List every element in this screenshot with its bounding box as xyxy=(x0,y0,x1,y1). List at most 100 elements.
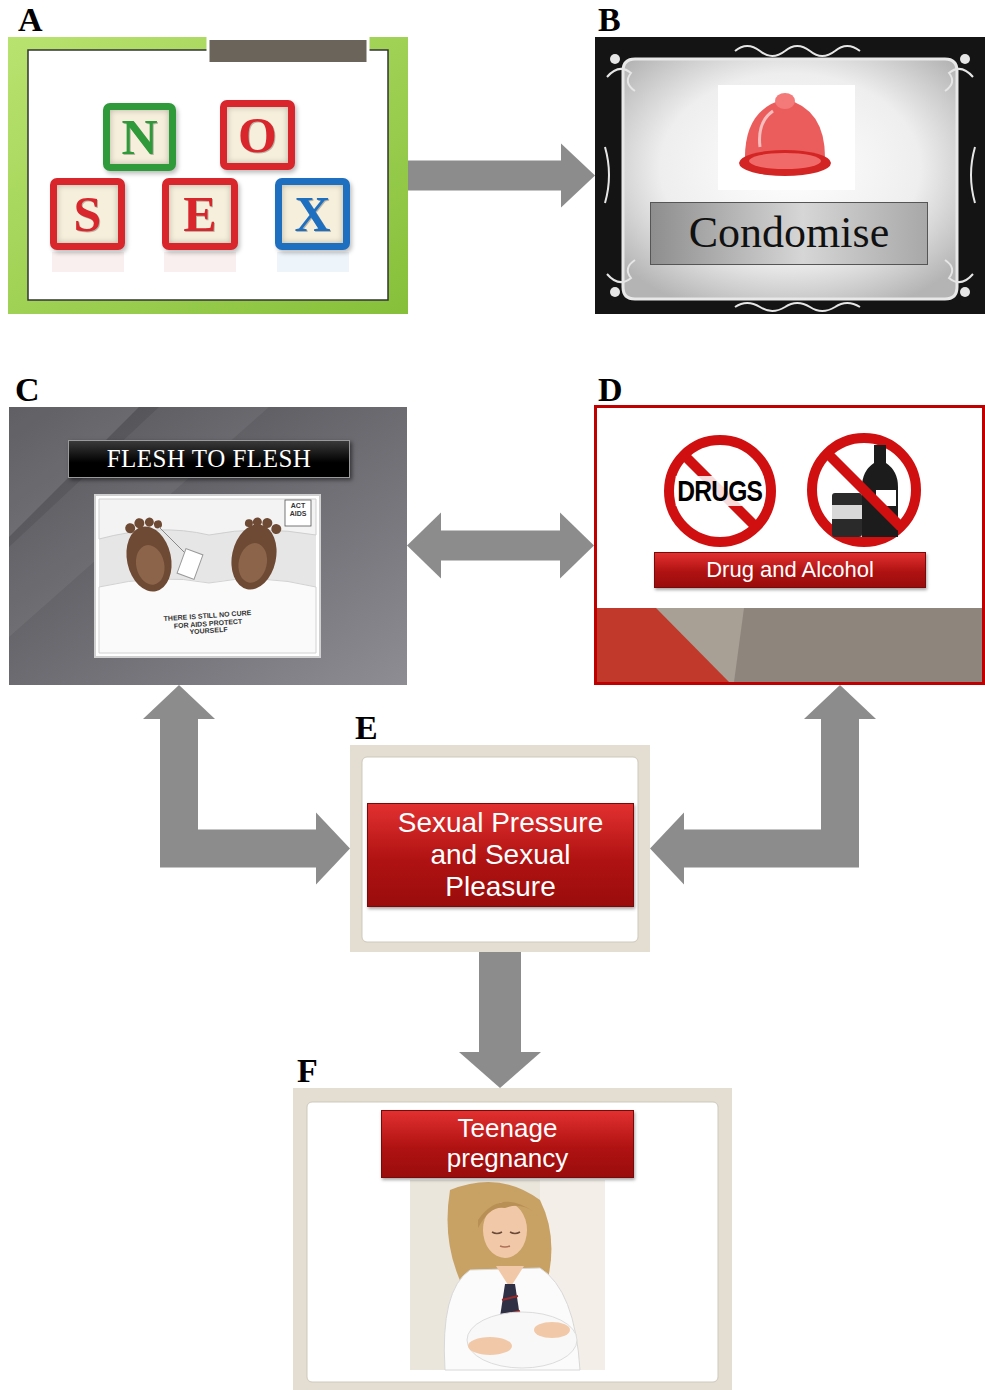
illustration-shape xyxy=(607,69,635,91)
poster-text: ACT AIDS xyxy=(286,502,310,517)
illustration-shape xyxy=(410,1180,605,1370)
illustration-shape xyxy=(735,46,860,56)
block-arrow xyxy=(459,952,541,1088)
panel-letter: D xyxy=(598,373,623,407)
node-text: X xyxy=(294,189,330,239)
illustration-shape xyxy=(362,757,638,942)
illustration-shape xyxy=(208,39,368,64)
panel-art xyxy=(594,405,985,685)
panel: D DRUGSDrug and Alcohol xyxy=(594,405,985,685)
illustration-shape xyxy=(945,260,973,282)
illustration-shape xyxy=(605,46,975,311)
block-arrow xyxy=(407,513,594,579)
illustration-shape xyxy=(597,608,729,682)
illustration-shape xyxy=(607,260,635,282)
panel-art xyxy=(595,37,985,314)
illustration-shape xyxy=(669,440,771,542)
panel-art xyxy=(8,37,408,314)
node-text: S xyxy=(74,189,102,239)
illustration-shape xyxy=(410,1180,605,1370)
title-bar: Teenage pregnancy xyxy=(381,1110,634,1178)
illustration-shape xyxy=(226,512,284,594)
illustration-shape xyxy=(605,147,609,203)
illustration-shape xyxy=(595,37,985,314)
illustration-shape xyxy=(252,517,263,528)
illustration-shape xyxy=(945,69,973,91)
panel-letter: B xyxy=(598,3,621,37)
illustration-shape xyxy=(534,1322,570,1338)
illustration-shape xyxy=(610,54,620,64)
panel: BCondomise xyxy=(595,37,985,314)
illustration-shape xyxy=(718,85,855,190)
title-bar: Drug and Alcohol xyxy=(654,552,926,588)
block-arrow xyxy=(650,685,876,885)
illustration-shape xyxy=(270,523,282,535)
illustration-shape xyxy=(832,493,862,537)
illustration-shape xyxy=(812,438,916,542)
panel: ANOSEX xyxy=(8,37,408,314)
illustration-shape xyxy=(132,542,168,587)
illustration-shape xyxy=(307,1102,718,1382)
illustration-shape xyxy=(164,252,236,272)
illustration-shape xyxy=(121,522,178,596)
illustration-shape xyxy=(124,522,136,534)
illustration-shape xyxy=(99,579,316,653)
illustration-shape xyxy=(226,520,283,594)
illustration-shape xyxy=(492,1232,520,1234)
illustration-shape xyxy=(28,50,388,300)
illustration-shape xyxy=(596,407,984,684)
block-arrow xyxy=(143,685,350,885)
illustration-shape xyxy=(95,495,320,657)
illustration-shape xyxy=(293,1088,732,1390)
illustration-shape xyxy=(350,745,650,952)
arrow-head xyxy=(316,813,350,885)
illustration-shape xyxy=(244,518,253,527)
panel-letter: A xyxy=(18,3,43,37)
node-text: O xyxy=(238,110,277,160)
block-arrow xyxy=(408,144,595,208)
arrow-head xyxy=(561,144,595,208)
panel-letter: E xyxy=(355,711,378,745)
arrow-head xyxy=(650,813,684,885)
arrow-shaft xyxy=(440,531,561,561)
node-text: N xyxy=(121,112,157,162)
illustration-shape xyxy=(261,517,273,529)
title-bar: Condomise xyxy=(650,202,928,265)
illustration-shape xyxy=(500,1246,510,1247)
title-bar: FLESH TO FLESH xyxy=(68,440,350,478)
arrow-head xyxy=(407,513,441,579)
illustration-shape xyxy=(478,1202,534,1228)
illustration-shape xyxy=(119,513,178,596)
node-text: E xyxy=(183,189,216,239)
illustration-shape xyxy=(99,499,316,539)
illustration-shape xyxy=(597,608,982,682)
arrow-head xyxy=(459,1052,541,1088)
letter-block: X xyxy=(275,178,350,250)
illustration-shape xyxy=(827,453,901,527)
illustration-shape xyxy=(832,505,862,519)
illustration-shape xyxy=(235,540,271,585)
arrow-shaft xyxy=(408,161,562,191)
illustration-shape xyxy=(971,147,975,203)
panel: FTeenage pregnancy xyxy=(293,1088,732,1390)
arrow-shaft xyxy=(683,718,840,849)
illustration-shape xyxy=(775,93,795,109)
illustration-shape xyxy=(749,153,821,169)
illustration-shape xyxy=(285,500,311,526)
illustration-shape xyxy=(610,287,620,297)
node-text: Drug and Alcohol xyxy=(706,557,874,582)
illustration-shape xyxy=(52,252,124,272)
arrow-head xyxy=(560,513,594,579)
illustration-shape xyxy=(99,499,316,653)
prohibition-sign: DRUGS xyxy=(662,435,778,547)
node-text: Sexual Pressure and Sexual Pleasure xyxy=(381,807,620,904)
letter-block: O xyxy=(220,100,295,170)
panel-letter: F xyxy=(297,1054,318,1088)
letter-block: N xyxy=(103,103,176,171)
illustration-shape xyxy=(277,252,349,272)
illustration-shape xyxy=(8,37,408,314)
illustration-shape xyxy=(159,527,185,553)
arrow-head xyxy=(143,685,215,719)
